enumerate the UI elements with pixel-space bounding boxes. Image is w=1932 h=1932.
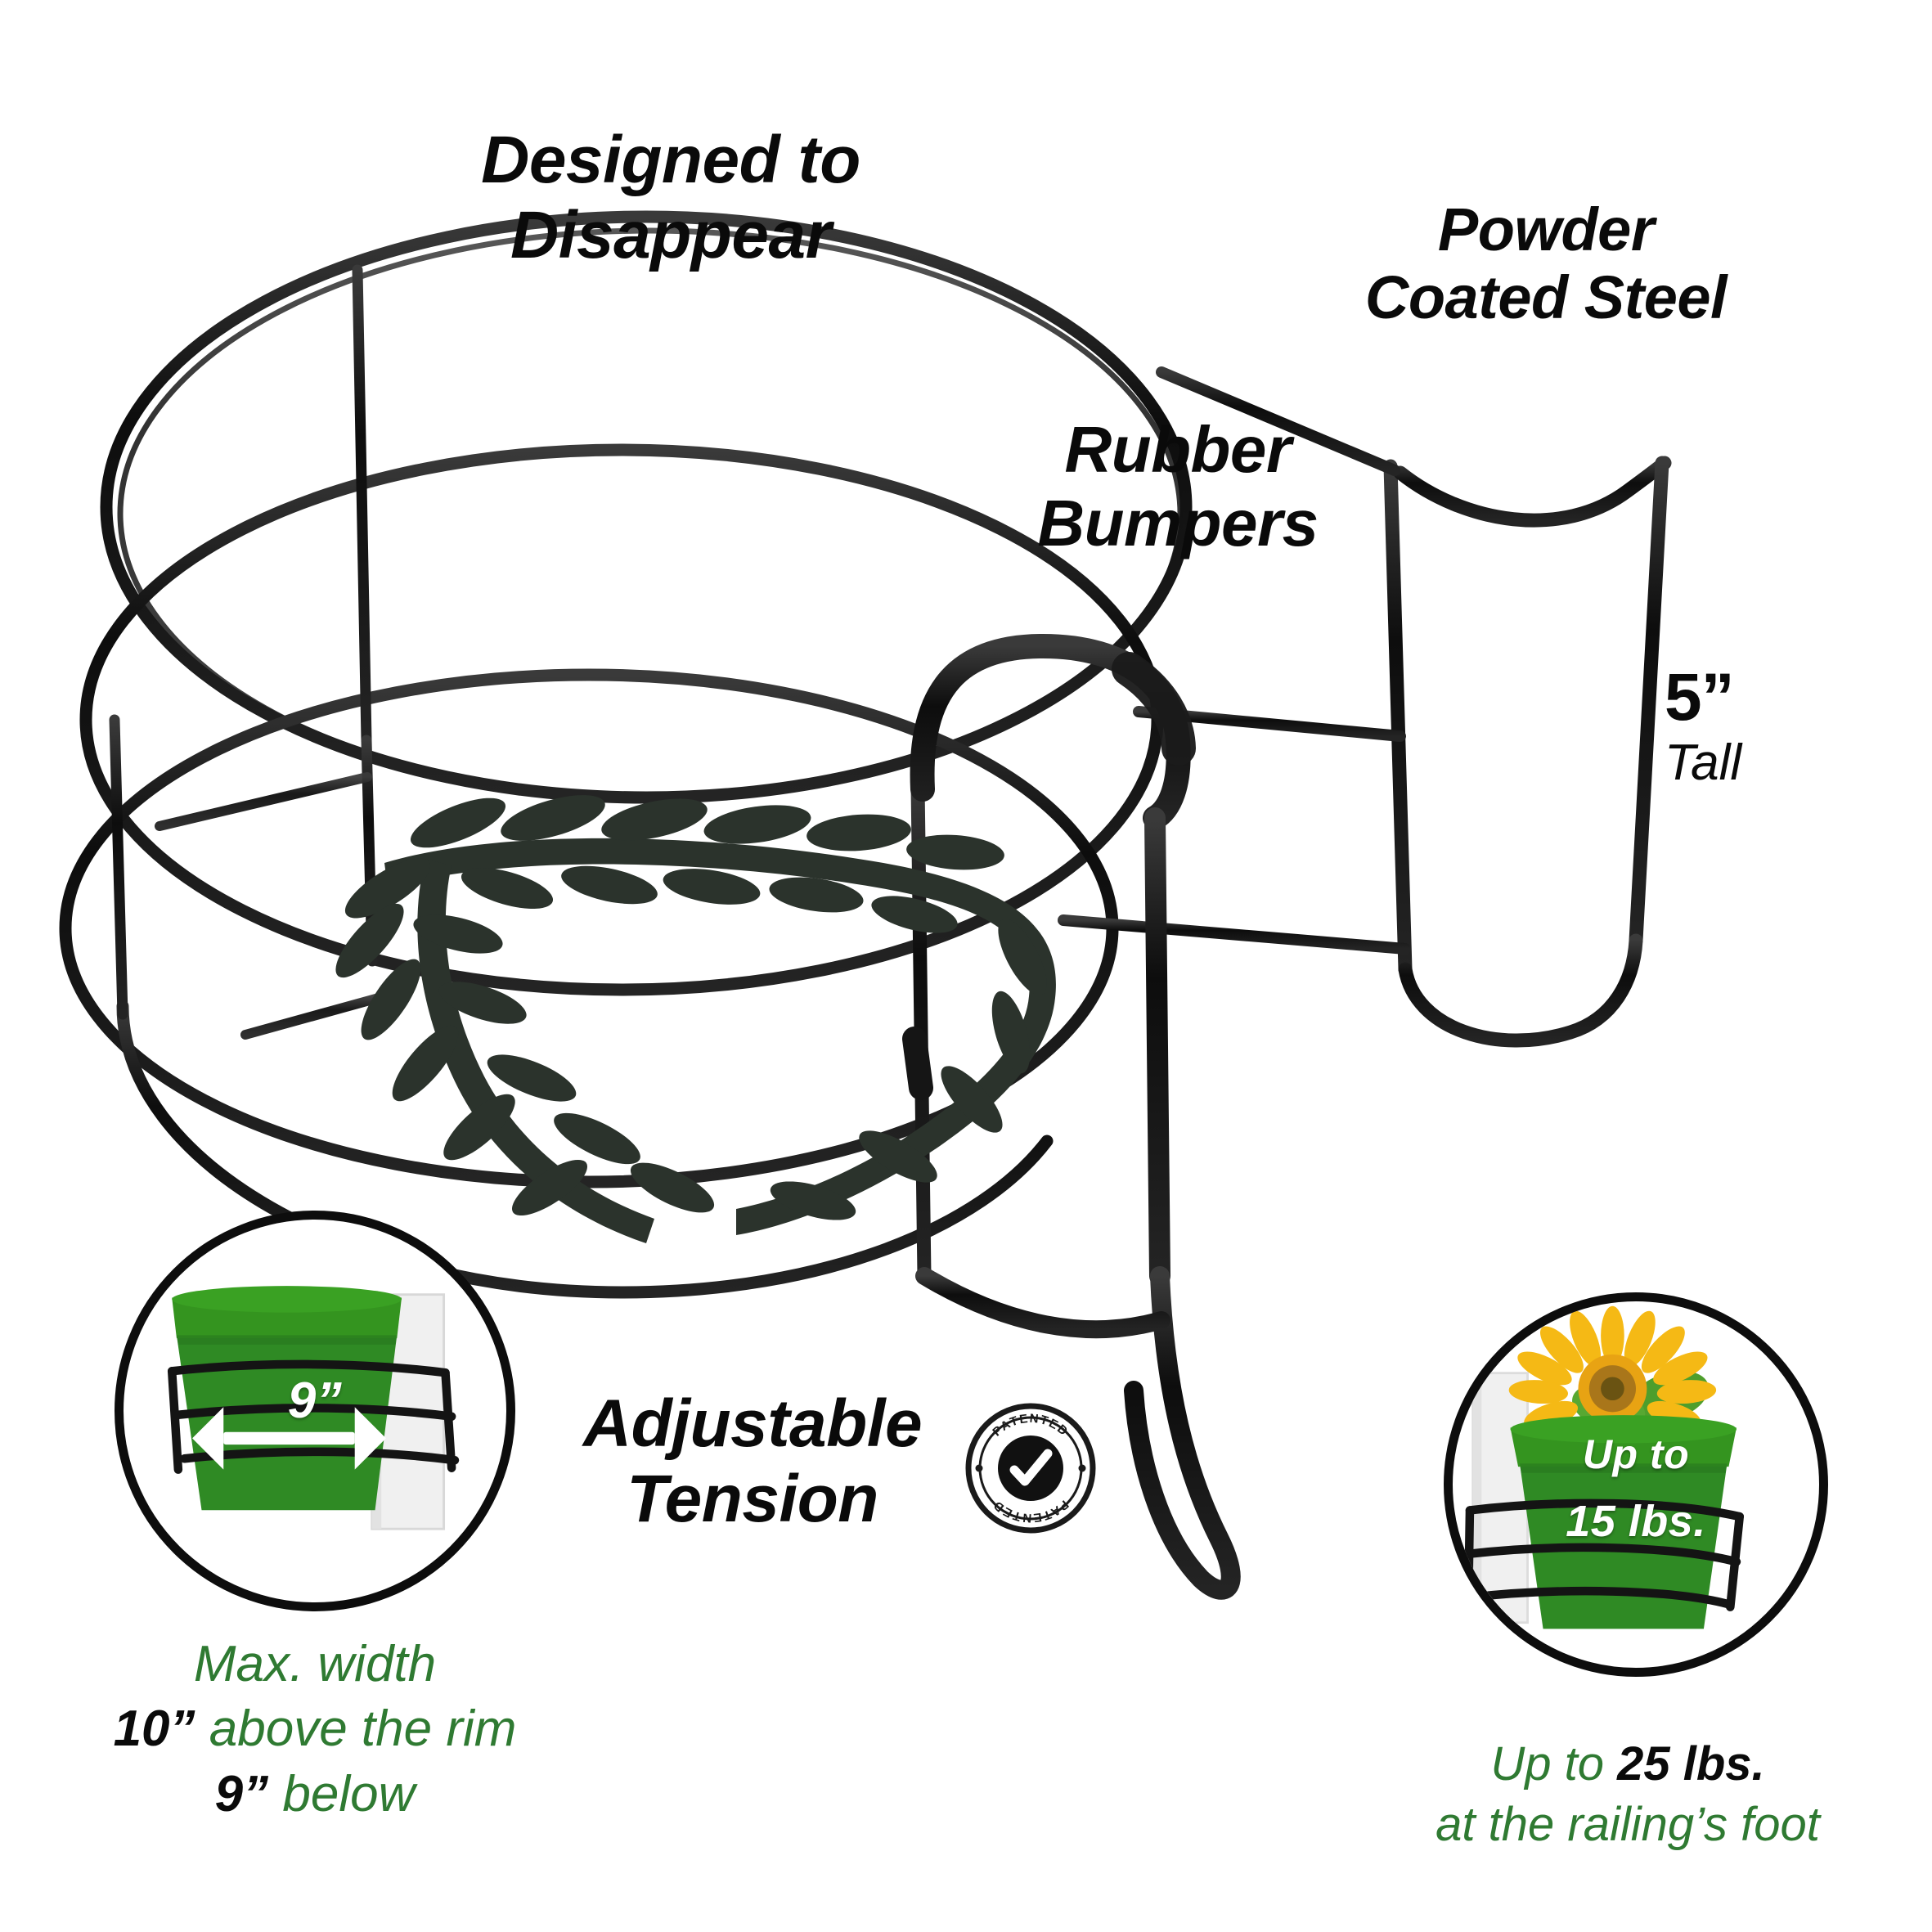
railing-bracket-bottom-curve [1398, 933, 1643, 1048]
inset-width-art [167, 1286, 460, 1530]
height-unit: Tall [1665, 735, 1742, 792]
foot-wire [915, 1267, 1170, 1339]
caption-width-text-above: above the rim [209, 1701, 517, 1758]
inset-weight-line2: 15 lbs. [1566, 1497, 1706, 1546]
strut-backleft [352, 264, 372, 746]
tension-hook-loop [1124, 1266, 1241, 1600]
width-arrow-icon [192, 1407, 386, 1470]
callout-adjustable-tension: Adjustable Tension [582, 1386, 923, 1536]
rubber-bumper-sleeve [1112, 652, 1196, 766]
crossbar-lower [240, 991, 389, 1040]
tension-hook-leg [1144, 807, 1170, 1287]
caption-weight-value: 25 lbs. [1617, 1737, 1765, 1790]
pot-rim-shadow [176, 1335, 398, 1345]
vine-leaves-top-lower [461, 865, 958, 933]
pot-rim-top [1510, 1415, 1737, 1444]
badge-star-right [1078, 1464, 1086, 1472]
inset-max-width: 9” [115, 1211, 515, 1611]
checkmark-icon [1009, 1449, 1053, 1486]
pot-rim-top [172, 1286, 402, 1313]
lower-ring [59, 668, 1119, 1188]
vine-leaves-top [410, 795, 1004, 870]
bracket-lower-tie [1058, 914, 1411, 955]
callout-rubber-bumpers: Rubber Bumpers [1037, 413, 1319, 559]
caption-width-value-below: 9” [214, 1765, 269, 1822]
caption-width-text-below: below [282, 1765, 416, 1822]
railing-bracket-right-post [1629, 456, 1669, 948]
middle-ring [79, 443, 1164, 996]
caption-width-line1: Max. width [193, 1636, 437, 1692]
railing-bracket-top-curve [1393, 456, 1672, 528]
sunflower-center-inner [1601, 1377, 1624, 1401]
height-value: 5” [1665, 660, 1735, 735]
callout-powder-coated-steel: Powder Coated Steel [1364, 195, 1728, 331]
callout-height: 5” Tall [1665, 660, 1820, 792]
rubber-bumper-left [902, 1027, 933, 1100]
inset-wire-rings [1463, 1498, 1745, 1611]
inset-weight-line1: Up to [1582, 1431, 1690, 1477]
inset-weight-capacity: Up to 15 lbs. [1444, 1292, 1828, 1677]
tension-hook-arm [910, 634, 1191, 830]
crossbar-left [155, 772, 372, 831]
caption-weight-suffix: at the railing’s foot [1436, 1798, 1820, 1852]
callout-designed-to-disappear: Designed to Disappear [481, 123, 860, 272]
strut-backleft-lower [361, 735, 378, 967]
vine-stem [384, 838, 1056, 1235]
badge-star-left [975, 1464, 983, 1472]
patented-badge-icon: PATENTED PATENTED [965, 1403, 1096, 1534]
pot-rim-shadow [1519, 1463, 1728, 1473]
vine-leaves-lower-right [770, 919, 1047, 1220]
inset-weight-art [1463, 1305, 1745, 1629]
railing-bracket-left-post [1383, 459, 1413, 977]
caption-max-width: Max. width 10” above the rim 9” below [33, 1632, 597, 1826]
railing-slat-edge [1472, 1373, 1482, 1623]
caption-width-value-above: 10” [113, 1701, 195, 1758]
bracket-mid-tie [1133, 706, 1406, 742]
vine-branch-left [417, 859, 654, 1243]
strut-left-front [109, 714, 128, 1020]
inset-width-value: 9” [287, 1373, 343, 1429]
strut-center [910, 778, 932, 1283]
caption-weight-prefix: Up to [1490, 1737, 1604, 1790]
railing-slat [1471, 1372, 1529, 1624]
decorative-vine [335, 795, 1056, 1243]
caption-weight-capacity: Up to 25 lbs. at the railing’s foot [1325, 1734, 1930, 1855]
vine-leaves-branch [335, 858, 715, 1216]
pot-body [176, 1335, 398, 1511]
